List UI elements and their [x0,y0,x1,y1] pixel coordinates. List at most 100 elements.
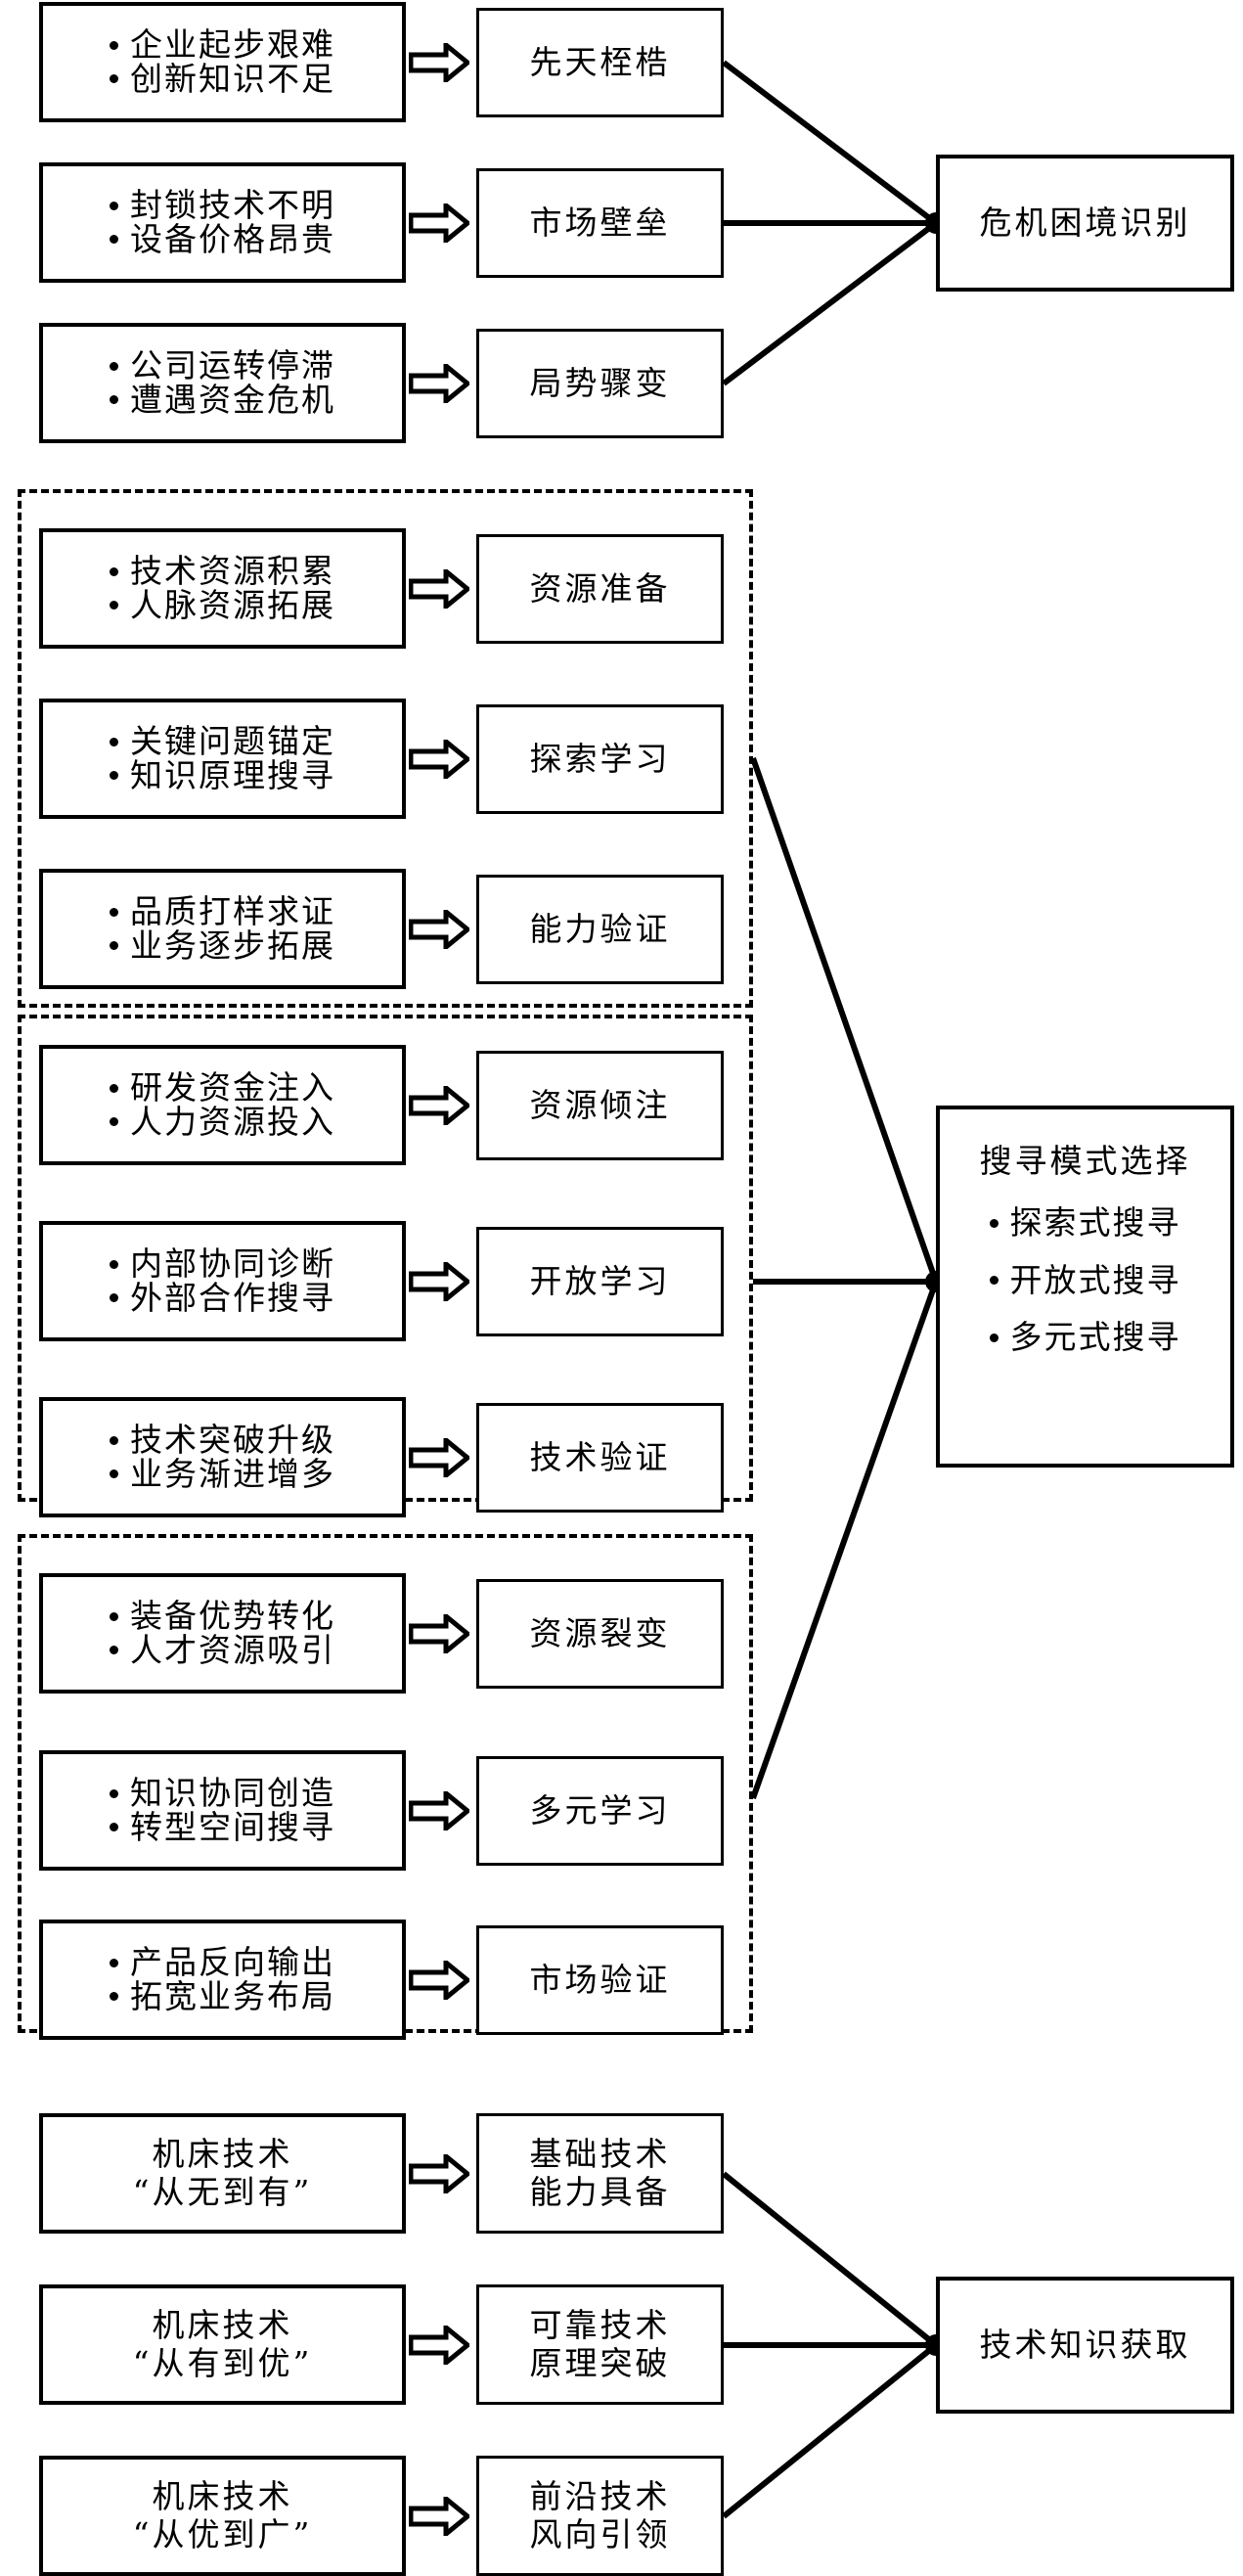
bullet-dot [110,1435,118,1445]
cause-box: 装备优势转化 人才资源吸引 [39,1573,406,1694]
bullet-text: 人力资源投入 [130,1102,335,1141]
right-arrow-icon [408,200,471,247]
bullet-item: 知识原理搜寻 [110,758,335,793]
bullet-item: 企业起步艰难 [110,24,335,64]
bullet-dot [110,361,118,371]
bullet-text: 人才资源吸引 [130,1630,335,1669]
result-label: 局势骤变 [529,363,671,402]
bullet-dot [110,40,118,50]
right-arrow-icon [408,1258,471,1305]
bullet-item: 装备优势转化 [110,1599,335,1634]
cause-box: 产品反向输出 拓宽业务布局 [39,1920,406,2040]
bullet-dot [110,1823,118,1832]
right-arrow-icon [408,906,471,953]
right-arrow-icon [408,565,471,612]
right-arrow-icon [408,360,471,407]
bullet-text: 公司运转停滞 [130,345,335,384]
bullet-dot [110,1958,118,1967]
bullet-text: 技术突破升级 [130,1420,335,1459]
bullet-item: 探索式搜寻 [989,1205,1181,1241]
bullet-dot [110,1788,118,1798]
bullet-text: 技术资源积累 [130,551,335,590]
cause-box: 品质打样求证 业务逐步拓展 [39,869,406,989]
bullet-dot [110,1646,118,1655]
result-label: 技术验证 [529,1437,671,1476]
cause-box: 企业起步艰难 创新知识不足 [39,2,406,122]
cause-box: 封锁技术不明 设备价格昂贵 [39,162,406,283]
cause-line: 机床技术 [152,2476,293,2515]
result-label: 能力验证 [529,909,671,948]
bullet-dot [110,771,118,781]
bullet-text: 转型空间搜寻 [130,1807,335,1846]
cause-box: 研发资金注入 人力资源投入 [39,1045,406,1165]
outcome-box-tech: 技术知识获取 [936,2277,1234,2414]
bullet-dot [110,1992,118,2002]
result-box: 资源倾注 [476,1051,724,1160]
right-arrow-icon [408,2493,471,2540]
bullet-item: 业务逐步拓展 [110,926,335,965]
result-box: 资源准备 [476,534,724,644]
bullet-dot [110,1083,118,1093]
bullet-item: 设备价格昂贵 [110,219,335,258]
bullet-dot [989,1218,999,1228]
bullet-item: 公司运转停滞 [110,345,335,384]
cause-line: 机床技术 [152,2134,293,2173]
bullet-text: 创新知识不足 [130,59,335,98]
result-line: 风向引领 [529,2514,671,2553]
bullet-text: 知识协同创造 [130,1773,335,1812]
cause-box: 技术突破升级 业务渐进增多 [39,1397,406,1517]
result-box: 技术验证 [476,1403,724,1513]
result-box: 探索学习 [476,704,724,814]
bullet-item: 技术突破升级 [110,1420,335,1459]
bullet-dot [110,1259,118,1269]
cause-box: 公司运转停滞 遭遇资金危机 [39,323,406,443]
right-arrow-icon [408,39,471,86]
bullet-dot [110,1469,118,1479]
cause-box: 关键问题锚定 知识原理搜寻 [39,699,406,819]
result-label: 资源裂变 [529,1613,671,1652]
bullet-text: 关键问题锚定 [130,721,335,760]
bullet-text: 业务逐步拓展 [130,926,335,965]
result-label: 先天桎梏 [529,42,671,81]
result-label: 开放学习 [529,1261,671,1300]
result-label: 资源倾注 [529,1085,671,1124]
outcome-box-crisis: 危机困境识别 [936,155,1234,292]
result-box: 局势骤变 [476,329,724,438]
bullet-dot [110,737,118,746]
bullet-dot [110,235,118,245]
bullet-text: 设备价格昂贵 [130,219,335,258]
result-label: 探索学习 [529,739,671,778]
dashed-group-explore [18,489,753,1008]
cause-line: “从有到优” [132,2343,313,2382]
outcome-label: 危机困境识别 [979,203,1191,242]
bullet-text: 研发资金注入 [130,1067,335,1107]
right-arrow-icon [408,1082,471,1129]
bullet-item: 人脉资源拓展 [110,585,335,624]
bullet-item: 创新知识不足 [110,59,335,98]
bullet-text: 人脉资源拓展 [130,585,335,624]
outcome-label: 技术知识获取 [979,2325,1191,2364]
bullet-dot [110,395,118,405]
bullet-item: 拓宽业务布局 [110,1979,335,2014]
bullet-item: 内部协同诊断 [110,1246,335,1282]
bullet-item: 人力资源投入 [110,1102,335,1141]
bullet-item: 研发资金注入 [110,1067,335,1107]
bullet-text: 品质打样求证 [130,891,335,930]
right-arrow-icon [408,2322,471,2369]
bullet-dot [110,941,118,951]
bullet-dot [110,1293,118,1303]
bullet-item: 技术资源积累 [110,551,335,590]
bullet-item: 开放式搜寻 [989,1263,1181,1298]
bullet-dot [110,1611,118,1621]
right-arrow-icon [408,2150,471,2197]
bullet-item: 人才资源吸引 [110,1630,335,1669]
bullet-item: 产品反向输出 [110,1945,335,1980]
bullet-dot [110,1117,118,1127]
bullet-dot [989,1333,999,1343]
result-box: 资源裂变 [476,1579,724,1689]
outcome-title: 搜寻模式选择 [979,1142,1191,1180]
right-arrow-icon [408,1957,471,2004]
bullet-text: 企业起步艰难 [130,24,335,64]
